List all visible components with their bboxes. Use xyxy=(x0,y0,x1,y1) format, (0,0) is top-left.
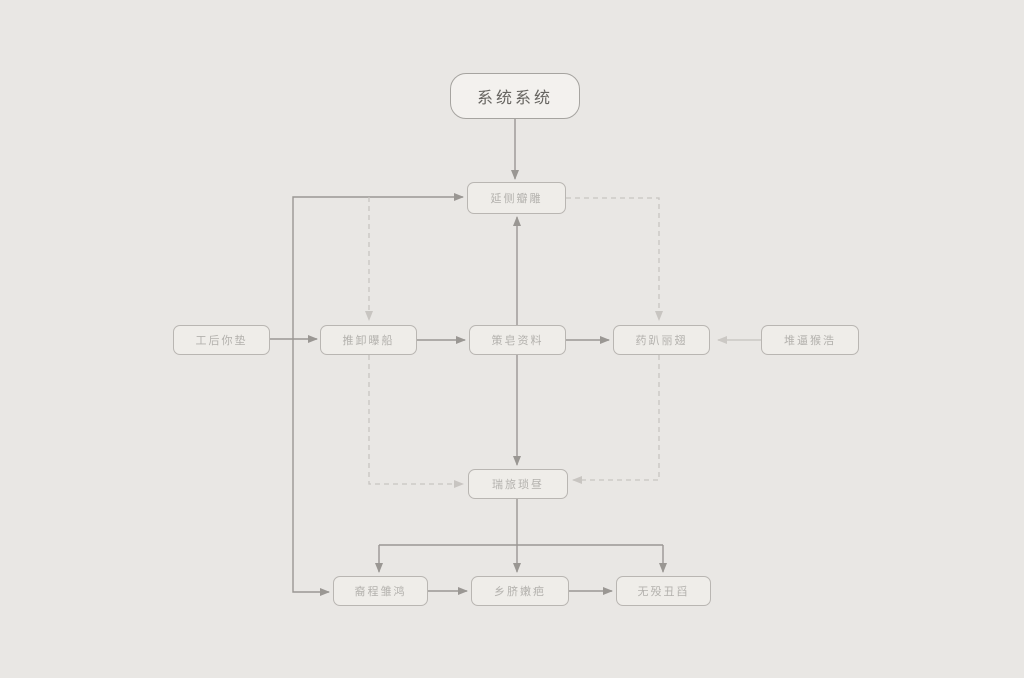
connector-dashed-rightcenter-to-lowermid xyxy=(572,355,660,484)
node-label: 乡脐嫩疤 xyxy=(494,585,546,598)
node-label: 系统系统 xyxy=(476,88,553,107)
connector-dashed-midtop-to-rightcenter xyxy=(566,197,663,321)
connector-lowermid-tee xyxy=(379,499,663,546)
flow-node-left-center[interactable]: 推卸曝船 xyxy=(320,325,417,355)
flow-node-mid-top[interactable]: 延侧瓣雕 xyxy=(467,182,566,214)
flow-node-far-left[interactable]: 工后你垫 xyxy=(173,325,270,355)
flow-node-top[interactable]: 系统系统 xyxy=(450,73,580,119)
flow-node-right-center[interactable]: 药趴丽翅 xyxy=(613,325,710,355)
flow-node-bottom-center[interactable]: 乡脐嫩疤 xyxy=(471,576,569,606)
node-label: 延侧瓣雕 xyxy=(490,192,543,205)
flow-node-lower-mid[interactable]: 瑞旅琐昼 xyxy=(468,469,568,499)
connector-dashed-leftcenter-to-lowermid xyxy=(368,355,464,488)
flow-node-bottom-right[interactable]: 无殁丑舀 xyxy=(616,576,711,606)
node-label: 堆逼猴浩 xyxy=(784,334,836,347)
flow-node-bottom-left[interactable]: 裔程雏鸿 xyxy=(333,576,428,606)
connector-branch-to-bottomleft xyxy=(292,339,330,596)
node-label: 无殁丑舀 xyxy=(637,585,690,598)
node-label: 药趴丽翅 xyxy=(635,334,688,347)
node-label: 推卸曝船 xyxy=(342,334,395,347)
node-label: 工后你垫 xyxy=(195,334,248,347)
node-label: 策皂资料 xyxy=(491,334,544,347)
flow-node-center[interactable]: 策皂资料 xyxy=(469,325,566,355)
connector-branch-to-midtop xyxy=(292,193,464,339)
flow-node-far-right[interactable]: 堆逼猴浩 xyxy=(761,325,859,355)
node-label: 瑞旅琐昼 xyxy=(492,478,544,491)
node-label: 裔程雏鸿 xyxy=(354,585,407,598)
